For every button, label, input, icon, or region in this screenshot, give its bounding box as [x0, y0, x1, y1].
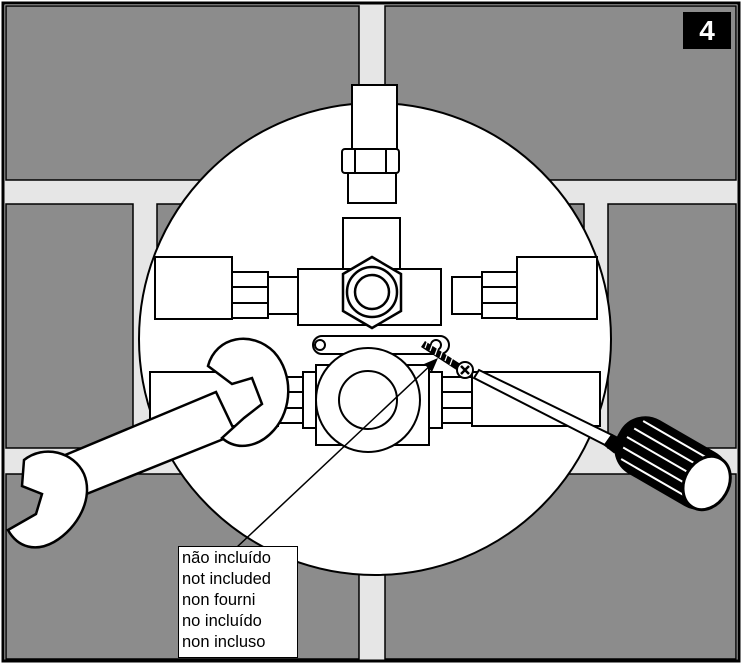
arrow-head-icon	[424, 358, 438, 372]
screwdriver-icon	[472, 368, 732, 512]
callout-leader-line	[235, 361, 435, 549]
callout-line-pt: não incluído	[182, 549, 271, 567]
top-fitting	[341, 148, 400, 204]
callout-line-fr: non fourni	[182, 591, 256, 609]
hex-nut-icon	[341, 255, 403, 330]
screw-icon	[421, 339, 474, 379]
callout-line-it: non incluso	[182, 633, 266, 651]
step-number-badge: 4	[683, 12, 731, 49]
not-included-callout: não incluído not included non fourni no …	[178, 546, 298, 658]
callout-line-en: not included	[182, 570, 271, 588]
wrench-icon	[6, 337, 290, 549]
callout-line-es: no incluído	[182, 612, 262, 630]
